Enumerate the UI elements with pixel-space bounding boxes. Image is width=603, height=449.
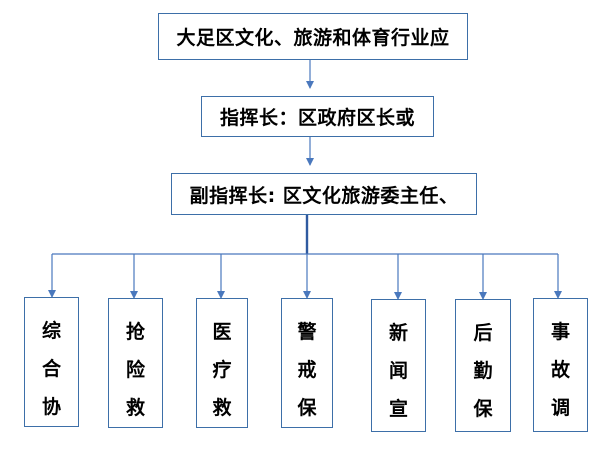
group-char: 警 xyxy=(297,321,317,343)
group-char: 故 xyxy=(550,359,570,381)
box-commander: 指挥长：区政府区长或 xyxy=(201,96,434,137)
group-char: 抢 xyxy=(125,321,145,343)
group-char: 综 xyxy=(41,320,61,342)
group-rescue: 抢 险 救 xyxy=(108,298,163,428)
group-coordination: 综 合 协 xyxy=(24,297,79,427)
box-commander-label: 指挥长：区政府区长或 xyxy=(219,107,415,129)
group-publicity: 新 闻 宣 xyxy=(371,299,426,432)
group-char: 闻 xyxy=(388,360,408,382)
group-char: 调 xyxy=(550,397,570,419)
group-char: 险 xyxy=(125,359,145,381)
group-char: 勤 xyxy=(473,360,493,382)
group-char: 医 xyxy=(212,321,232,343)
group-char: 救 xyxy=(125,397,145,419)
group-char: 疗 xyxy=(212,359,232,381)
group-logistics: 后 勤 保 xyxy=(455,299,511,432)
group-medical: 医 疗 救 xyxy=(196,298,248,428)
group-security: 警 戒 保 xyxy=(281,298,333,428)
group-char: 保 xyxy=(473,398,493,420)
group-char: 后 xyxy=(473,322,493,344)
group-char: 新 xyxy=(388,322,408,344)
group-char: 宣 xyxy=(388,398,408,420)
box-committee: 大足区文化、旅游和体育行业应 xyxy=(158,13,468,60)
box-committee-label: 大足区文化、旅游和体育行业应 xyxy=(176,27,450,49)
box-deputy-commander: 副指挥长: 区文化旅游委主任、 xyxy=(171,173,477,215)
group-char: 戒 xyxy=(297,359,317,381)
group-char: 协 xyxy=(41,396,61,418)
group-char: 保 xyxy=(297,397,317,419)
group-investigation: 事 故 调 xyxy=(533,298,588,432)
box-deputy-commander-label: 副指挥长: 区文化旅游委主任、 xyxy=(189,184,459,207)
group-char: 救 xyxy=(212,397,232,419)
group-char: 合 xyxy=(41,358,61,380)
group-char: 事 xyxy=(550,321,570,343)
